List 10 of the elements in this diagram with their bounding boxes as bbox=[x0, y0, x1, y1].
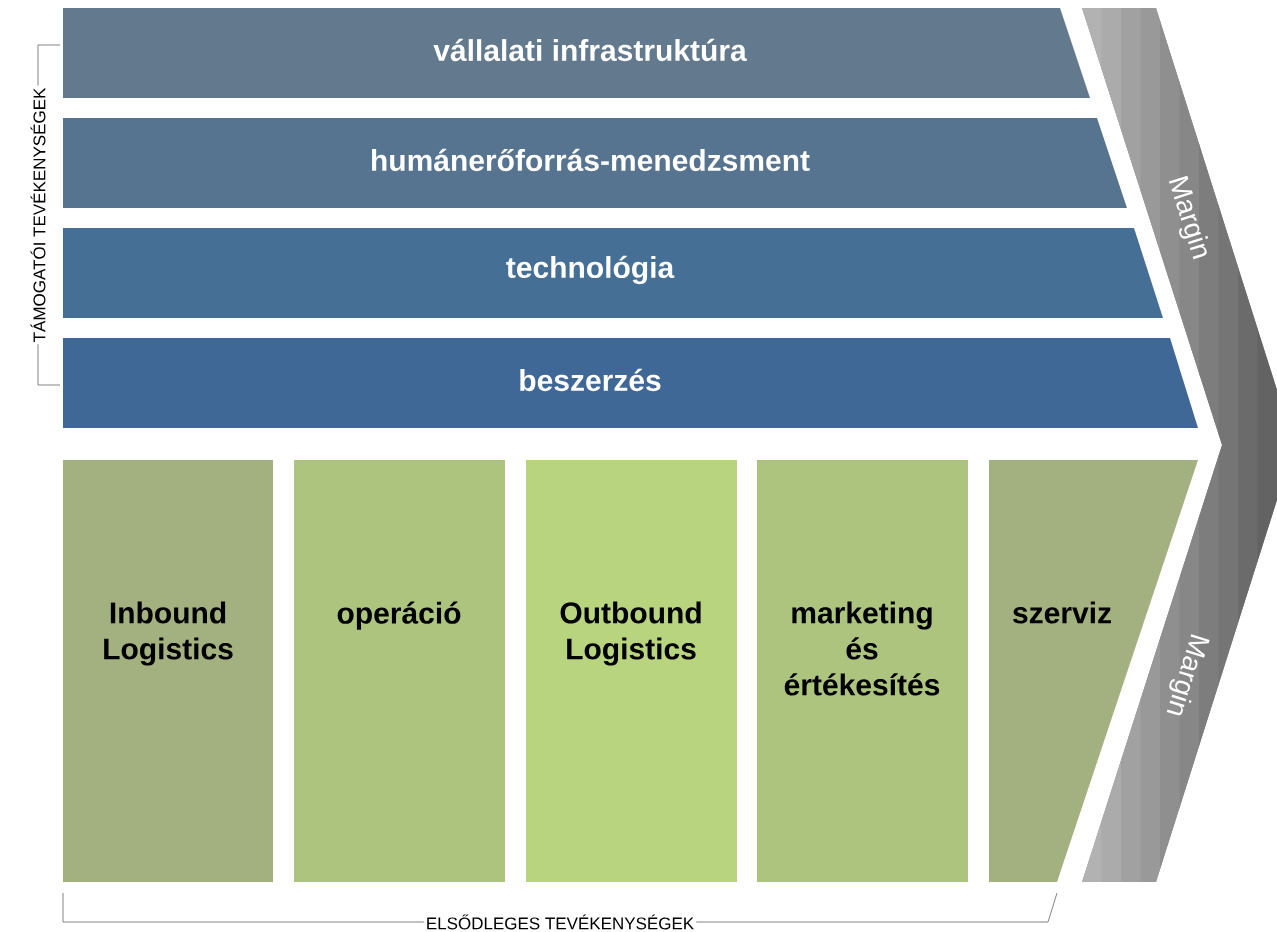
section-label: TÁMOGATÓI TEVÉKENYSÉGEK bbox=[28, 85, 48, 345]
activity-band: beszerzés bbox=[63, 338, 1198, 428]
activity-band: vállalati infrastruktúra bbox=[63, 8, 1090, 98]
activity-column: marketing és értékesítés bbox=[757, 460, 968, 882]
activity-column: Inbound Logistics bbox=[63, 460, 273, 882]
section-label: ELSŐDLEGES TEVÉKENYSÉGEK bbox=[423, 912, 697, 932]
activity-band: humánerőforrás-menedzsment bbox=[63, 118, 1127, 208]
activity-column: operáció bbox=[294, 460, 505, 882]
activity-column: Outbound Logistics bbox=[526, 460, 737, 882]
activity-band: technológia bbox=[63, 228, 1163, 318]
